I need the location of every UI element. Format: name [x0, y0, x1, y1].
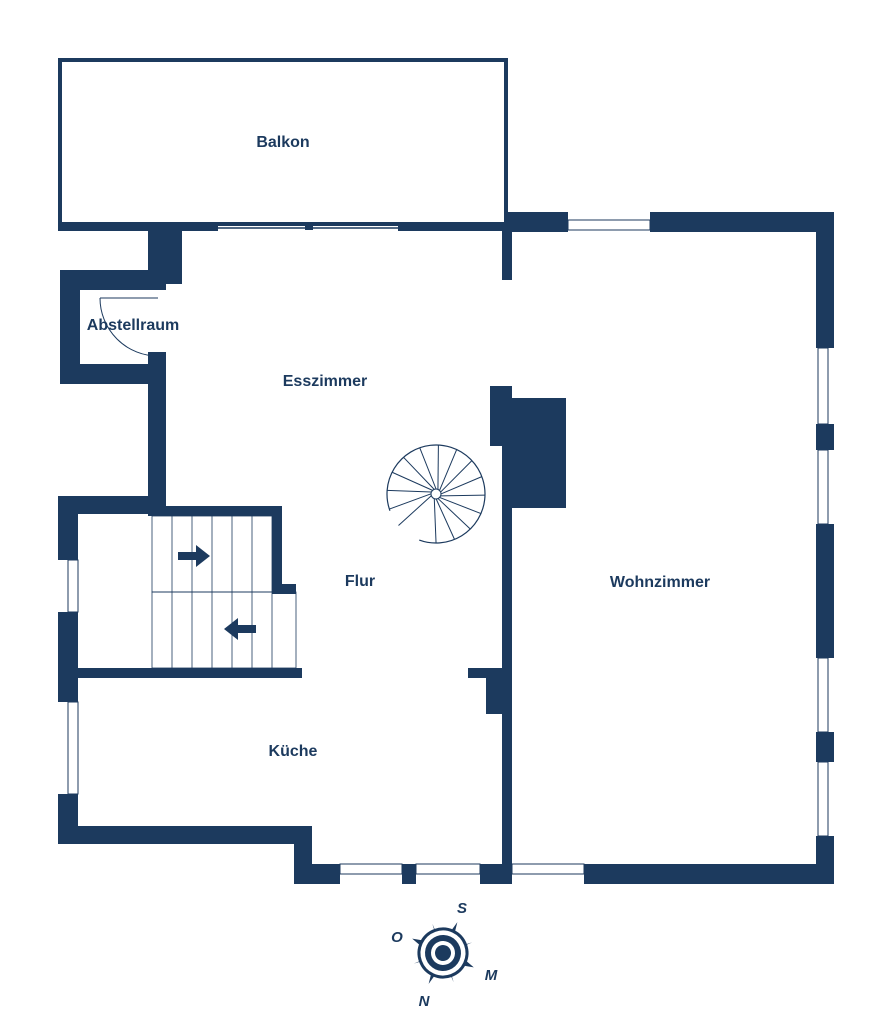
- top-window: [567, 219, 651, 231]
- right-wall-3: [816, 524, 834, 658]
- stair-bottom-wall: [58, 668, 302, 678]
- top-wall-wohn-left: [506, 212, 568, 232]
- left-window-stair: [67, 559, 79, 613]
- abstell-top-pillar-b: [148, 222, 182, 284]
- staircase: [151, 515, 297, 669]
- stair-right-notch: [272, 584, 296, 594]
- balcony-outline: [58, 58, 508, 226]
- kitchen-bottom-wall: [58, 826, 312, 844]
- spiral-step: [387, 489, 432, 493]
- esszimmer-stub-wall: [502, 222, 512, 280]
- right-window-1: [817, 347, 829, 425]
- abstell-door-jamb: [148, 352, 166, 366]
- top-wall-wohn-right: [650, 212, 834, 232]
- right-window-3: [817, 657, 829, 733]
- bottom-window-3: [511, 863, 585, 875]
- right-window-4: [817, 761, 829, 837]
- esszimmer-left-wall: [148, 362, 166, 506]
- compass-label-north: N: [419, 993, 431, 1010]
- left-wall-kitchen-low: [58, 794, 78, 844]
- stair-down-arrow-icon: [224, 618, 256, 640]
- abstell-left-wall: [60, 270, 80, 384]
- spiral-step: [440, 494, 485, 497]
- bottom-window-1: [339, 863, 403, 875]
- spiral-step: [440, 460, 473, 493]
- stair-up-arrow-icon: [178, 545, 210, 567]
- right-wall-2: [816, 424, 834, 450]
- stair-top-wall-b: [148, 506, 282, 516]
- spiral-step: [403, 456, 435, 490]
- compass-label-west: O: [391, 929, 403, 946]
- compass-rose-icon: [412, 922, 474, 984]
- right-window-2: [817, 449, 829, 525]
- kitchen-partition-block: [486, 668, 512, 714]
- room-label-wohnzimmer: Wohnzimmer: [610, 574, 710, 591]
- spiral-step: [419, 447, 437, 490]
- chimney-right: [506, 398, 566, 508]
- bottom-wall-right: [584, 864, 834, 884]
- room-label-esszimmer: Esszimmer: [283, 373, 368, 390]
- spiral-step: [439, 496, 482, 515]
- central-wall: [502, 386, 512, 870]
- spiral-staircase: [386, 444, 486, 544]
- stair-top-wall-a: [58, 496, 166, 514]
- right-wall-4: [816, 732, 834, 762]
- spiral-step: [433, 498, 437, 544]
- left-window-kitchen: [67, 701, 79, 795]
- spiral-center-post: [430, 488, 442, 500]
- spiral-step: [391, 471, 433, 491]
- room-label-kueche: Küche: [269, 743, 318, 760]
- room-label-balkon: Balkon: [256, 134, 309, 151]
- bottom-wall-mid1: [402, 864, 416, 884]
- spiral-step: [398, 495, 432, 526]
- abstell-bottom-wall: [60, 364, 166, 384]
- compass-label-south: S: [457, 900, 467, 917]
- spiral-step: [440, 476, 483, 495]
- abstell-top-wall: [60, 270, 166, 290]
- compass-label-east: M: [485, 967, 498, 984]
- right-wall-1: [816, 212, 834, 348]
- spiral-step: [435, 498, 455, 540]
- top-wall-left: [58, 222, 218, 231]
- room-label-flur: Flur: [345, 573, 375, 590]
- spiral-step: [437, 498, 471, 530]
- spiral-outer-edge: [386, 444, 486, 544]
- spiral-step: [389, 493, 432, 510]
- left-wall-kitchen-high: [58, 612, 78, 702]
- room-label-abstellraum: Abstellraum: [87, 317, 179, 334]
- bottom-window-2: [415, 863, 481, 875]
- spiral-step: [439, 449, 458, 491]
- sliding-door-mid: [305, 224, 313, 230]
- top-wall-mid: [398, 222, 510, 231]
- door-swing-arc: [99, 297, 159, 357]
- stair-right-wall: [272, 506, 282, 592]
